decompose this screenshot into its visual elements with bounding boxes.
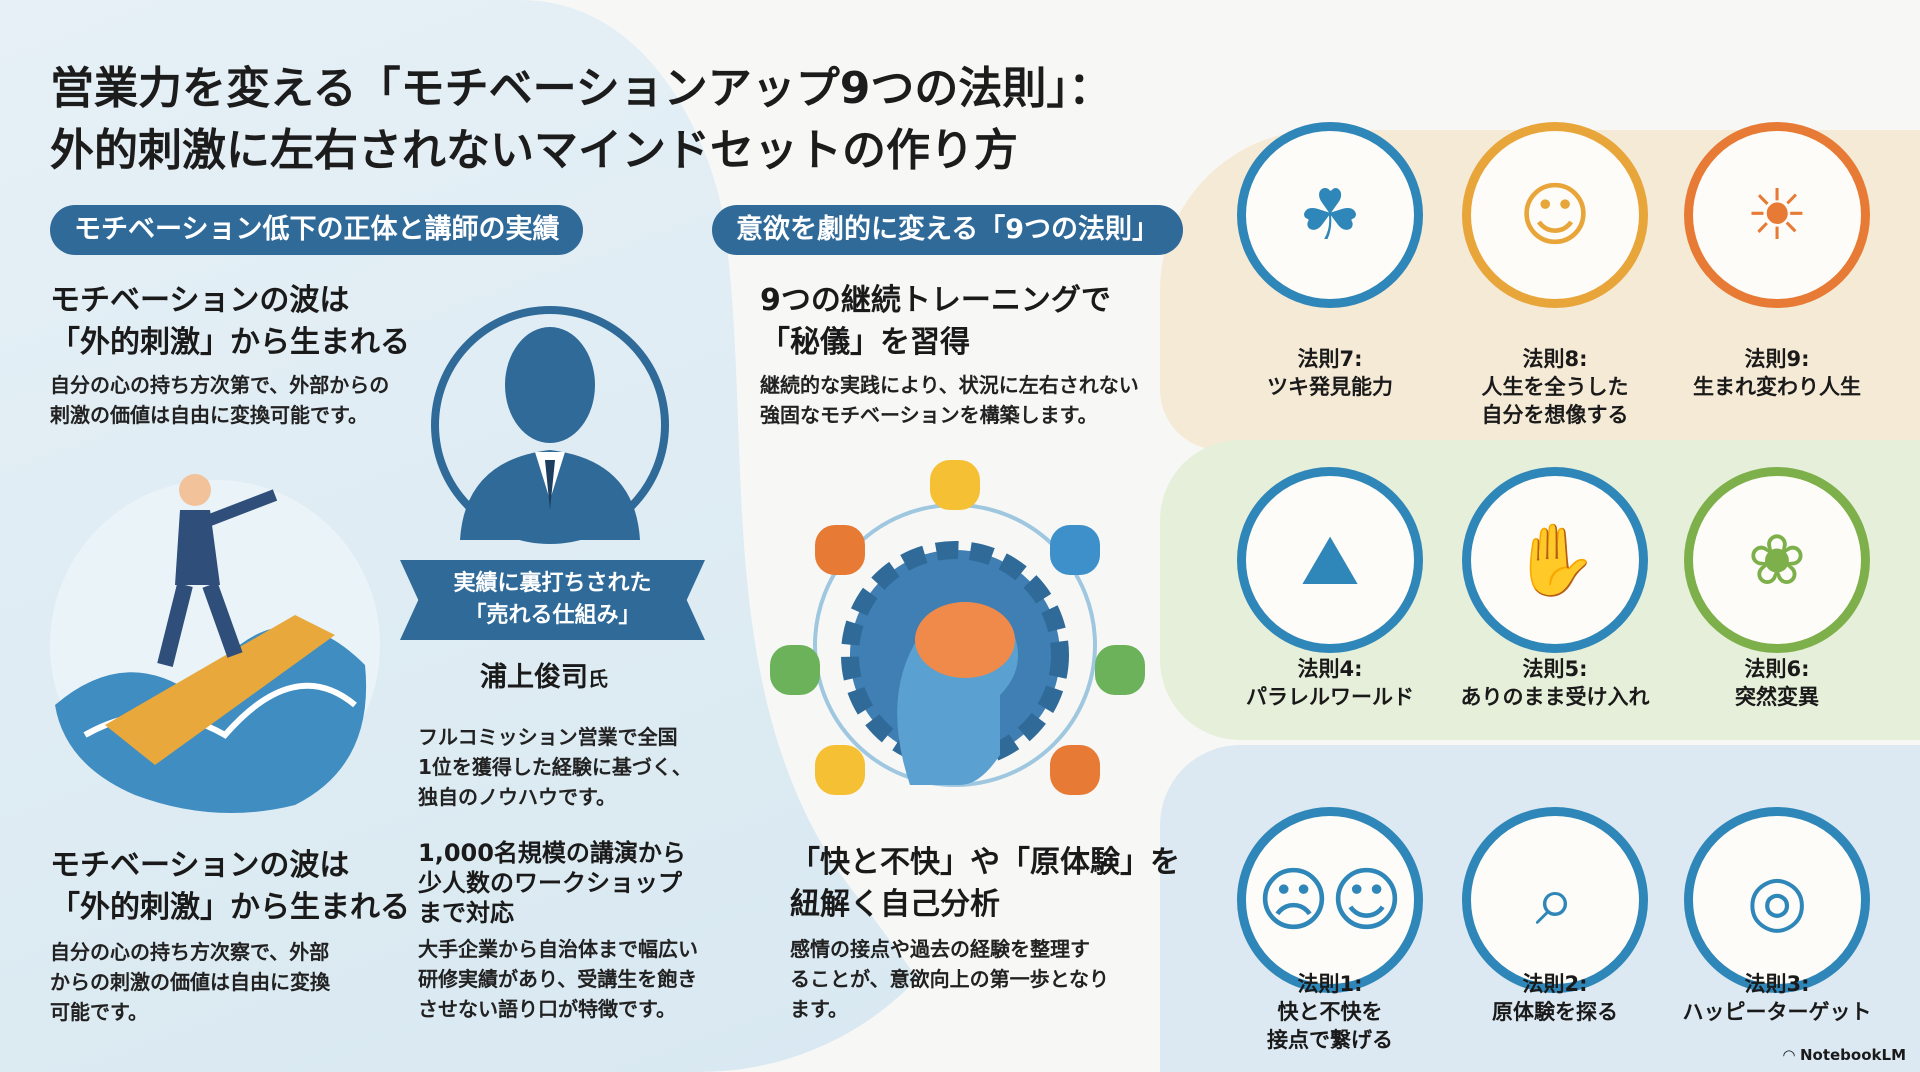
instructor-silhouette-icon bbox=[431, 306, 669, 544]
surfing-businessman-icon bbox=[50, 474, 380, 813]
emotion-icon: ☹☺ bbox=[1237, 807, 1423, 993]
elder-icon: ☺ bbox=[1462, 122, 1648, 308]
butterfly-icon: ❀ bbox=[1684, 467, 1870, 653]
middle-bottom-block: 「快と不快」や「原体験」を紐解く自己分析 感情の接点や過去の経験を整理することが… bbox=[790, 845, 1180, 1021]
hand-icon: ✋ bbox=[1462, 467, 1648, 653]
target-icon: ◎ bbox=[1684, 807, 1870, 993]
law-label: 法則5:ありのまま受け入れ bbox=[1460, 657, 1650, 709]
page-title: 営業力を変える「モチベーションアップ9つの法則」：外的刺激に左右されないマインド… bbox=[50, 63, 1113, 176]
body: 自分の心の持ち方次第で、外部からの bbox=[50, 373, 390, 397]
middle-section-pill: 意欲を劇的に変える「9つの法則」 bbox=[712, 205, 1183, 255]
bio-lectures: 1,000名規模の講演から 少人数のワークショップ まで対応 大手企業から自治体… bbox=[418, 839, 698, 1021]
clover-icon: ☘ bbox=[1237, 122, 1423, 308]
law-label: 法則4:パラレルワールド bbox=[1246, 657, 1414, 709]
left-block-2: モチベーションの波は「外的刺激」から生まれる 自分の心の持ち方次察で、外部からの… bbox=[50, 848, 410, 1024]
left-block-1: モチベーションの波は 「外的刺激」から生まれる 自分の心の持ち方次第で、外部から… bbox=[50, 280, 410, 430]
instructor-name: 浦上俊司氏 bbox=[480, 662, 608, 693]
heading: 「外的刺激」から生まれる bbox=[50, 325, 410, 360]
law-label: 法則7:ツキ発見能力 bbox=[1267, 347, 1393, 399]
law-label: 法則9:生まれ変わり人生 bbox=[1693, 347, 1861, 399]
magnifier-icon: ⌕ bbox=[1462, 807, 1648, 993]
heading: モチベーションの波は bbox=[50, 283, 350, 318]
law-label: 法則1:快と不快を接点で繋げる bbox=[1267, 972, 1393, 1052]
notebooklm-badge: ◠ NotebookLM bbox=[1783, 1046, 1906, 1064]
law-label: 法則6:突然変異 bbox=[1735, 657, 1819, 709]
law-label: 法則8:人生を全うした自分を想像する bbox=[1481, 347, 1629, 427]
body: 剌激の価値は自由に変換可能です。 bbox=[50, 403, 368, 427]
middle-top-block: 9つの継続トレーニングで「秘儀」を習得 継続的な実践により、状況に左右されない強… bbox=[760, 283, 1139, 427]
achievement-ribbon: 実績に裏打ちされた「売れる仕組み」 bbox=[400, 560, 705, 640]
rebirth-icon: ☀ bbox=[1684, 122, 1870, 308]
road-icon: ⛰ bbox=[1237, 467, 1423, 653]
left-section-pill: モチベーション低下の正体と講師の実績 bbox=[50, 205, 584, 255]
law-label: 法則2:原体験を探る bbox=[1492, 972, 1618, 1024]
law-label: 法則3:ハッピーターゲット bbox=[1682, 972, 1872, 1024]
brain-gear-lightbulbs-icon bbox=[770, 460, 1145, 795]
